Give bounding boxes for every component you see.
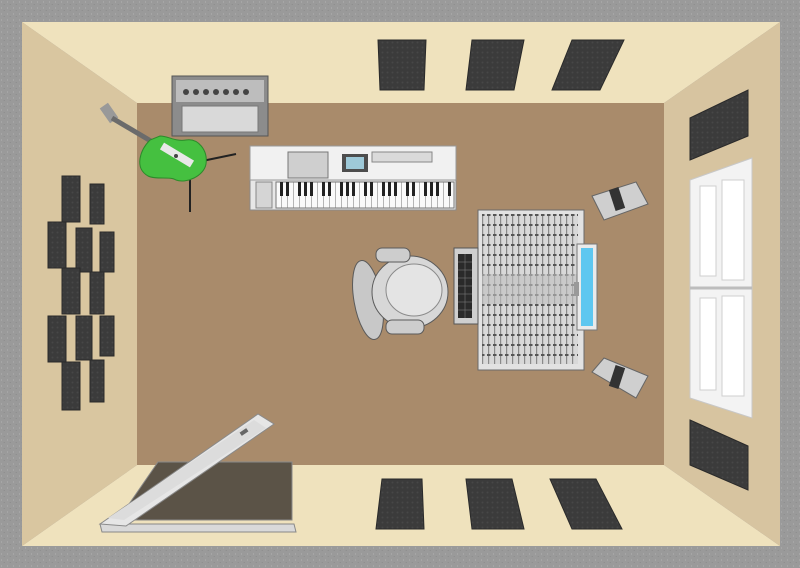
mixing-console <box>477 209 585 371</box>
monitor-screen <box>574 243 598 331</box>
acoustic-panels-top <box>377 39 625 91</box>
acoustic-panels-left <box>47 175 115 411</box>
acoustic-panels-right <box>689 89 749 491</box>
keyboard-workstation <box>249 145 457 211</box>
acoustic-panels-bottom <box>375 478 623 530</box>
studio-monitor-bottom <box>591 357 649 399</box>
floor-hatch <box>98 413 297 533</box>
studio-monitor-top <box>591 181 649 221</box>
window <box>689 157 753 419</box>
electric-guitar <box>99 102 207 182</box>
computer-keyboard <box>453 247 479 325</box>
office-chair <box>352 247 449 340</box>
guitar-amplifier <box>171 75 269 137</box>
